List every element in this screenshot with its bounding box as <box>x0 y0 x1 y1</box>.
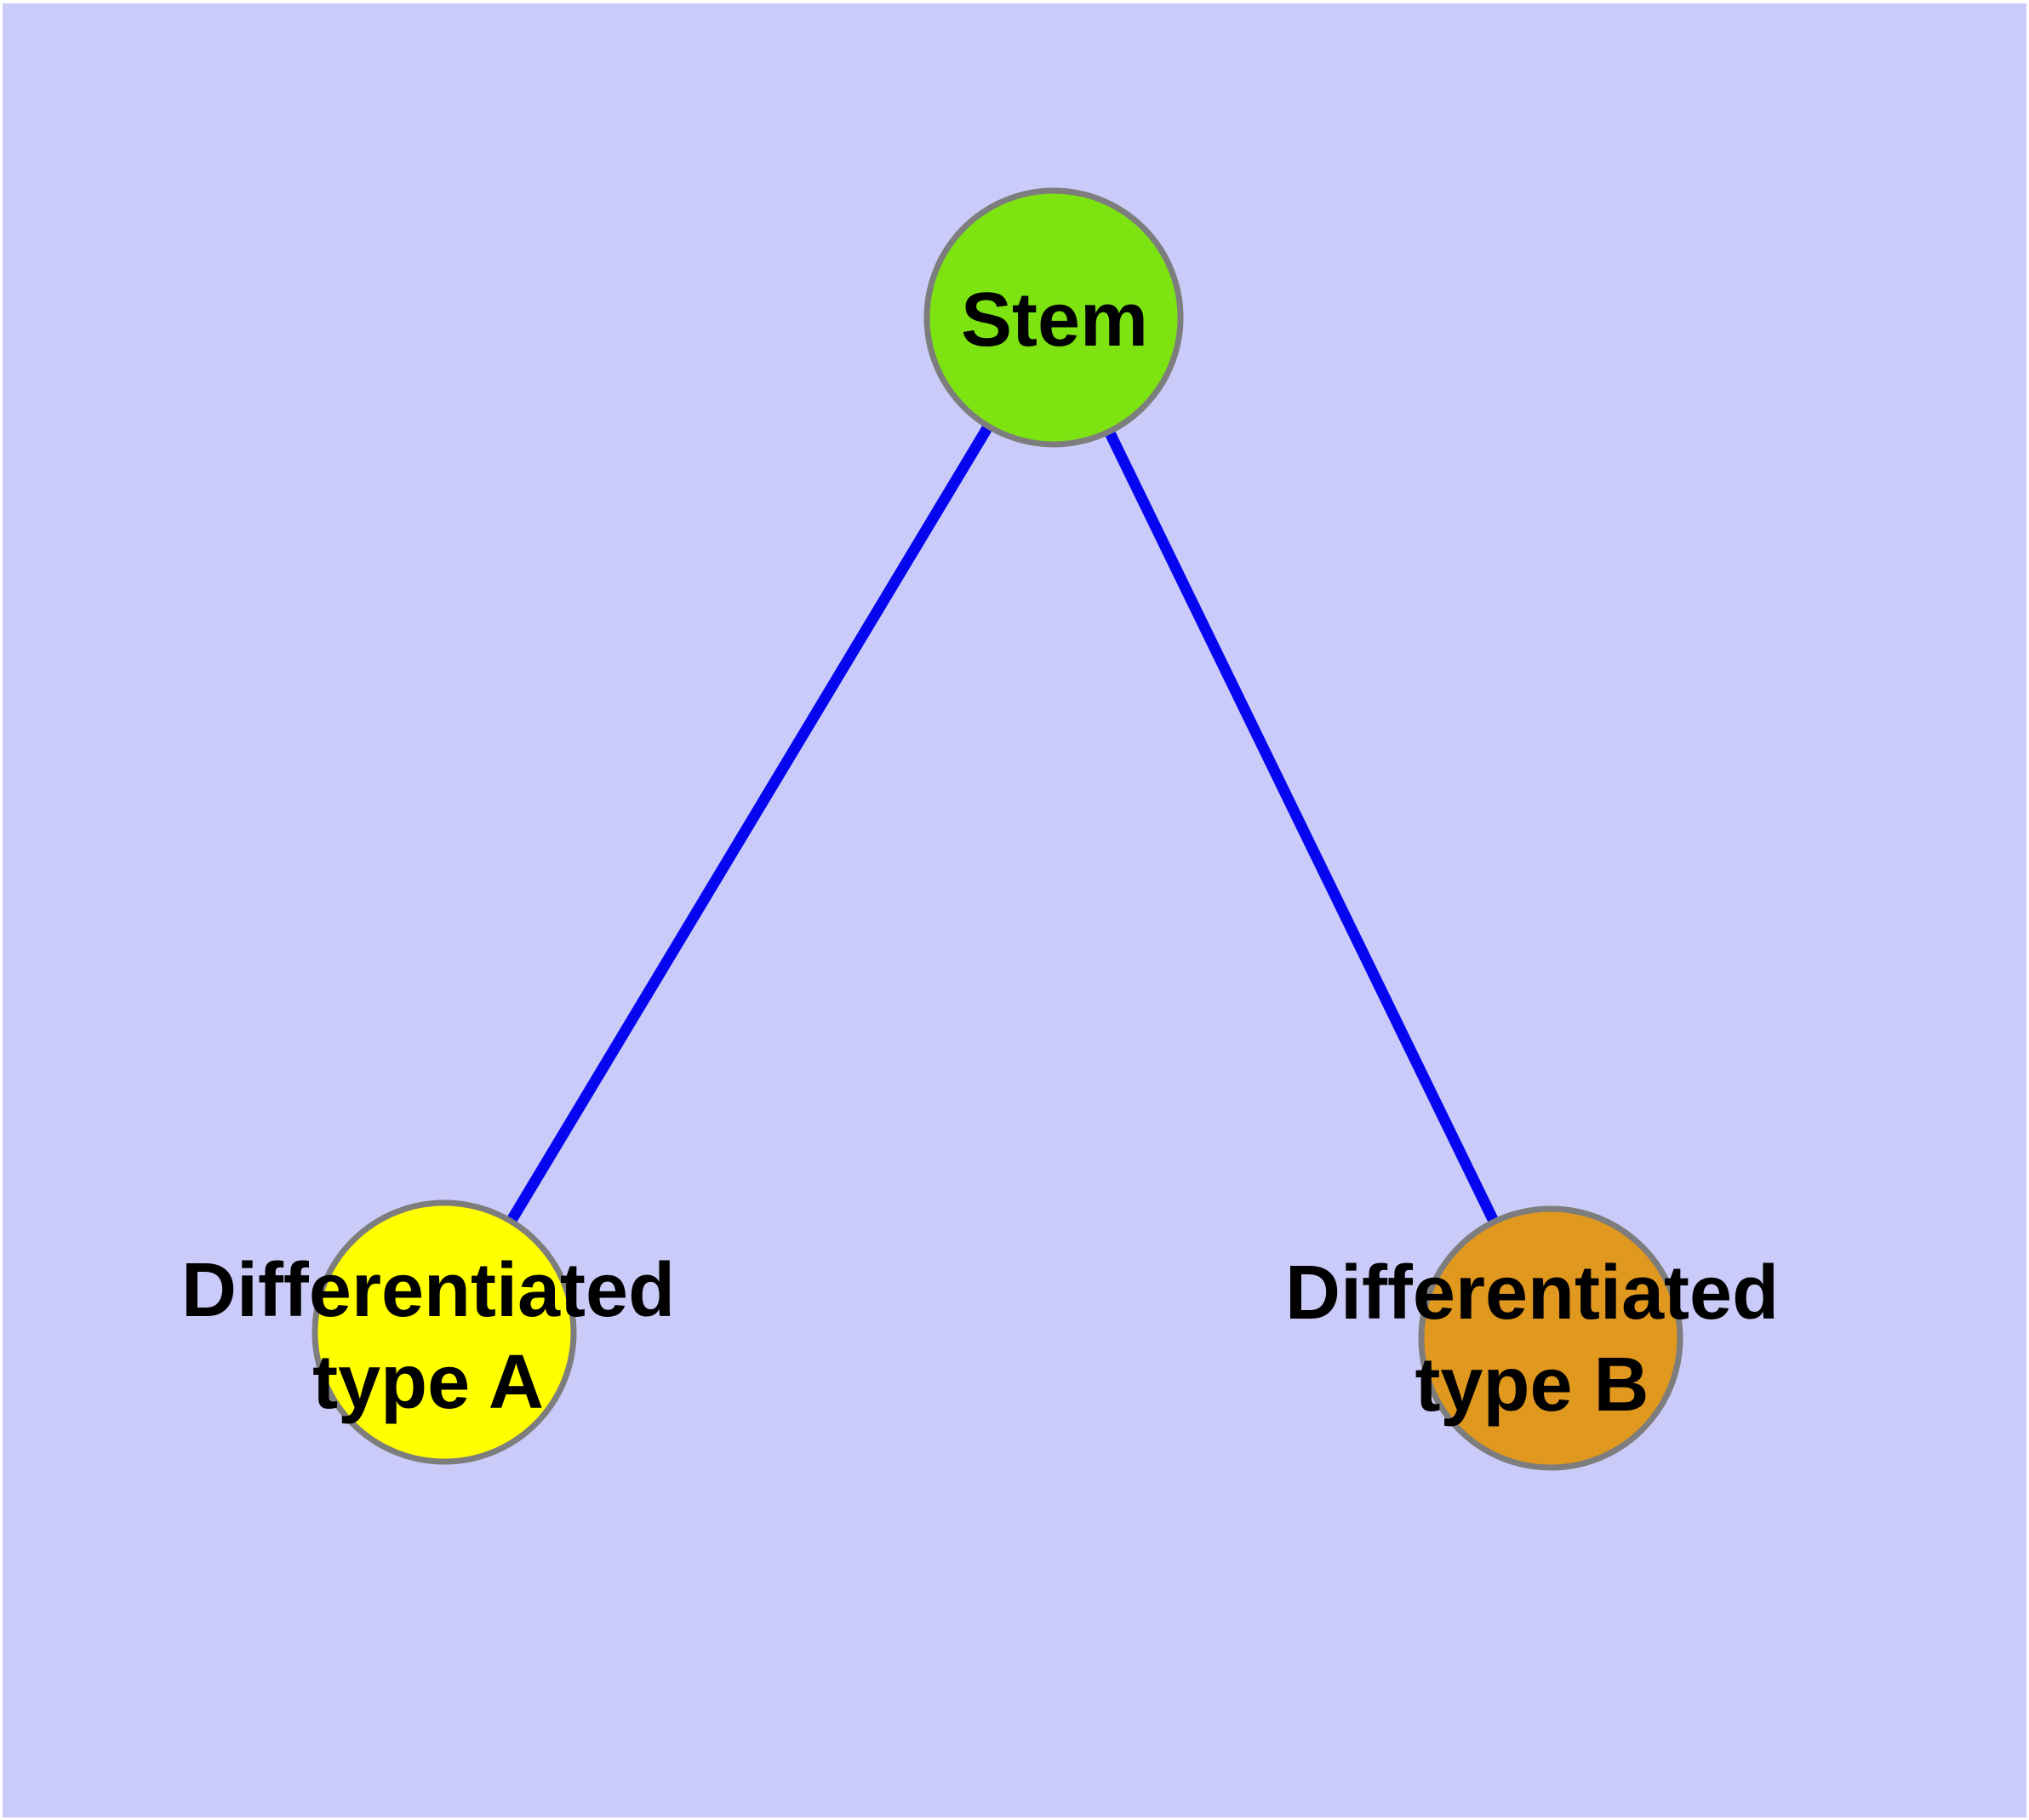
node-label-type-b-line2: type B <box>1415 1342 1649 1428</box>
node-stem <box>923 187 1184 448</box>
node-label-stem: Stem <box>961 274 1148 366</box>
edge-stem-to-type-a <box>439 314 1059 1336</box>
node-label-differentiated-type-a: Differentiated type A <box>181 1245 675 1428</box>
edge-stem-to-type-b <box>1049 315 1556 1341</box>
node-differentiated-type-a <box>311 1199 577 1465</box>
node-label-type-b-line1: Differentiated <box>1284 1251 1780 1336</box>
node-label-type-a-line2: type A <box>312 1340 544 1425</box>
node-label-differentiated-type-b: Differentiated type B <box>1285 1247 1779 1431</box>
node-label-type-a-line1: Differentiated <box>180 1248 676 1333</box>
node-label-stem-line1: Stem <box>960 278 1149 363</box>
node-differentiated-type-b <box>1418 1205 1683 1471</box>
